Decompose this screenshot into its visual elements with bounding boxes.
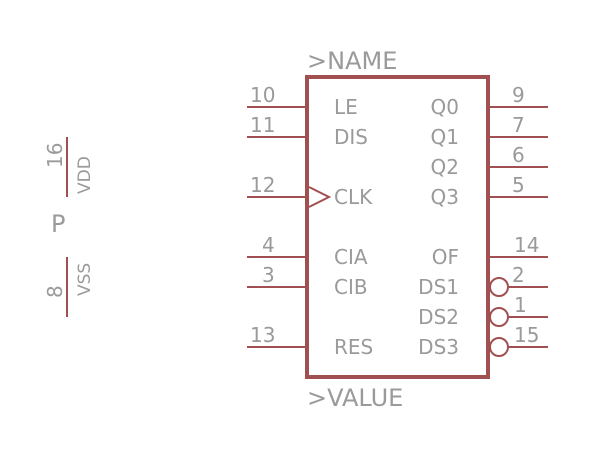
pin-number: 2 bbox=[512, 263, 525, 287]
pin-label: OF bbox=[432, 245, 459, 269]
right-pin-q2: 6 Q2 bbox=[431, 143, 548, 179]
left-pin-cia: 4 CIA bbox=[247, 233, 368, 269]
left-pin-cib: 3 CIB bbox=[247, 263, 368, 299]
pin-number: 14 bbox=[514, 233, 539, 257]
pin-label: DS1 bbox=[418, 275, 459, 299]
left-pin-res: 13 RES bbox=[247, 323, 373, 359]
pin-label: LE bbox=[334, 95, 358, 119]
pin-label: Q2 bbox=[431, 155, 459, 179]
left-pin-dis: 11 DIS bbox=[247, 113, 368, 149]
pin-label: Q1 bbox=[431, 125, 459, 149]
pin-number: 1 bbox=[514, 293, 527, 317]
pin-label: VDD bbox=[75, 156, 95, 194]
pin-label: RES bbox=[334, 335, 373, 359]
pin-label: DS3 bbox=[418, 335, 459, 359]
component-body bbox=[305, 75, 490, 379]
pin-number: 15 bbox=[514, 323, 539, 347]
right-pin-ds3: 15 DS3 bbox=[418, 323, 548, 359]
right-pin-ds1: 2 DS1 bbox=[418, 263, 548, 299]
pin-label: DS2 bbox=[418, 305, 459, 329]
pin-label: CLK bbox=[334, 185, 373, 209]
pin-number: 5 bbox=[512, 173, 525, 197]
pin-label: DIS bbox=[334, 125, 368, 149]
pin-number: 11 bbox=[250, 113, 275, 137]
power-pin-vss: 8 VSS bbox=[43, 257, 95, 317]
value-attribute: >VALUE bbox=[307, 384, 403, 412]
pin-number: 7 bbox=[512, 113, 525, 137]
pin-number: 13 bbox=[250, 323, 275, 347]
pin-label: VSS bbox=[75, 263, 95, 296]
inversion-bubble-icon bbox=[489, 277, 509, 297]
pin-number: 6 bbox=[512, 143, 525, 167]
name-attribute: >NAME bbox=[307, 47, 397, 75]
pin-number: 9 bbox=[512, 83, 525, 107]
power-part-label: P bbox=[51, 210, 65, 238]
pin-label: Q0 bbox=[431, 95, 459, 119]
pin-label: CIA bbox=[334, 245, 368, 269]
inversion-bubble-icon bbox=[489, 337, 509, 357]
left-pin-clk: 12 CLK bbox=[247, 173, 373, 209]
pin-number: 10 bbox=[250, 83, 275, 107]
pin-label: Q3 bbox=[431, 185, 459, 209]
right-pin-q1: 7 Q1 bbox=[431, 113, 548, 149]
pin-number: 12 bbox=[250, 173, 275, 197]
right-pin-of: 14 OF bbox=[432, 233, 548, 269]
right-pin-ds2: 1 DS2 bbox=[418, 293, 548, 329]
inversion-bubble-icon bbox=[489, 307, 509, 327]
power-pin-vdd: 16 VDD bbox=[43, 137, 95, 197]
pin-number: 16 bbox=[43, 143, 67, 168]
pin-label: CIB bbox=[334, 275, 368, 299]
right-pin-q0: 9 Q0 bbox=[431, 83, 548, 119]
pin-number: 4 bbox=[262, 233, 275, 257]
clock-triangle-icon bbox=[308, 186, 332, 208]
right-pin-q3: 5 Q3 bbox=[431, 173, 548, 209]
pin-number: 3 bbox=[262, 263, 275, 287]
pin-number: 8 bbox=[43, 285, 67, 298]
left-pin-le: 10 LE bbox=[247, 83, 358, 119]
